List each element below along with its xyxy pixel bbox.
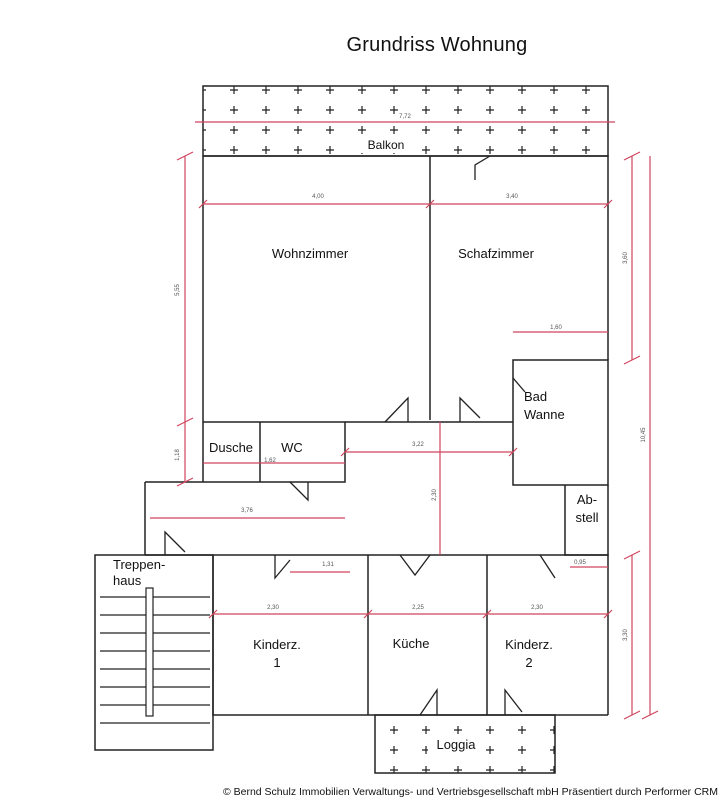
dim-kinderz1-width: 2,30 [267,605,279,611]
dim-flur-lower-width: 3,76 [241,508,253,514]
loggia-area [374,714,556,774]
label-kueche: Küche [393,636,430,651]
dim-flur-height: 2,30 [432,489,438,501]
label-loggia: Loggia [436,737,476,752]
dim-wohnzimmer-width: 4,00 [312,194,324,200]
label-wanne: Wanne [524,407,565,422]
staircase [100,587,210,724]
label-treppenhaus-1: Treppen- [113,557,165,572]
dimension-ticks [176,151,659,720]
dim-door-width: 1,31 [322,562,334,568]
label-treppenhaus-2: haus [113,573,142,588]
dim-dusche-width: 1,62 [264,458,276,464]
label-kinderz2-2: 2 [525,655,532,670]
dim-schafzimmer-width: 3,40 [506,194,518,200]
door-swings [164,155,556,716]
plan-title: Grundriss Wohnung [0,34,724,57]
label-kinderz2-1: Kinderz. [505,637,553,652]
dim-flur-width: 3,22 [412,442,424,448]
dim-left-lower-height: 1,18 [175,449,181,461]
dim-left-height: 5,55 [175,284,181,296]
label-kinderz1-2: 1 [273,655,280,670]
copyright-notice: © Bernd Schulz Immobilien Verwaltungs- u… [222,786,718,798]
balkon-area [202,85,609,157]
dim-abstell-width: 0,95 [574,560,586,566]
label-bad: Bad [524,389,547,404]
label-dusche: Dusche [209,440,253,455]
label-abstell-2: stell [575,510,598,525]
dim-right-upper-height: 3,60 [623,252,629,264]
plan-title-text: Grundriss Wohnung [346,34,528,56]
label-balkon: Balkon [368,138,405,152]
label-wohnzimmer: Wohnzimmer [272,246,349,261]
dimension-lines [150,121,651,715]
dim-bad-width: 1,60 [550,325,562,331]
label-wc: WC [281,440,303,455]
dim-kueche-width: 2,25 [412,605,424,611]
dim-balkon-width: 7,72 [399,114,411,120]
dim-right-lower-height: 3,30 [623,629,629,641]
label-kinderz1-1: Kinderz. [253,637,301,652]
dim-right-total-height: 10,45 [641,427,647,443]
dim-kinderz2-width: 2,30 [531,605,543,611]
label-abstell-1: Ab- [577,492,597,507]
label-schafzimmer: Schafzimmer [458,246,535,261]
